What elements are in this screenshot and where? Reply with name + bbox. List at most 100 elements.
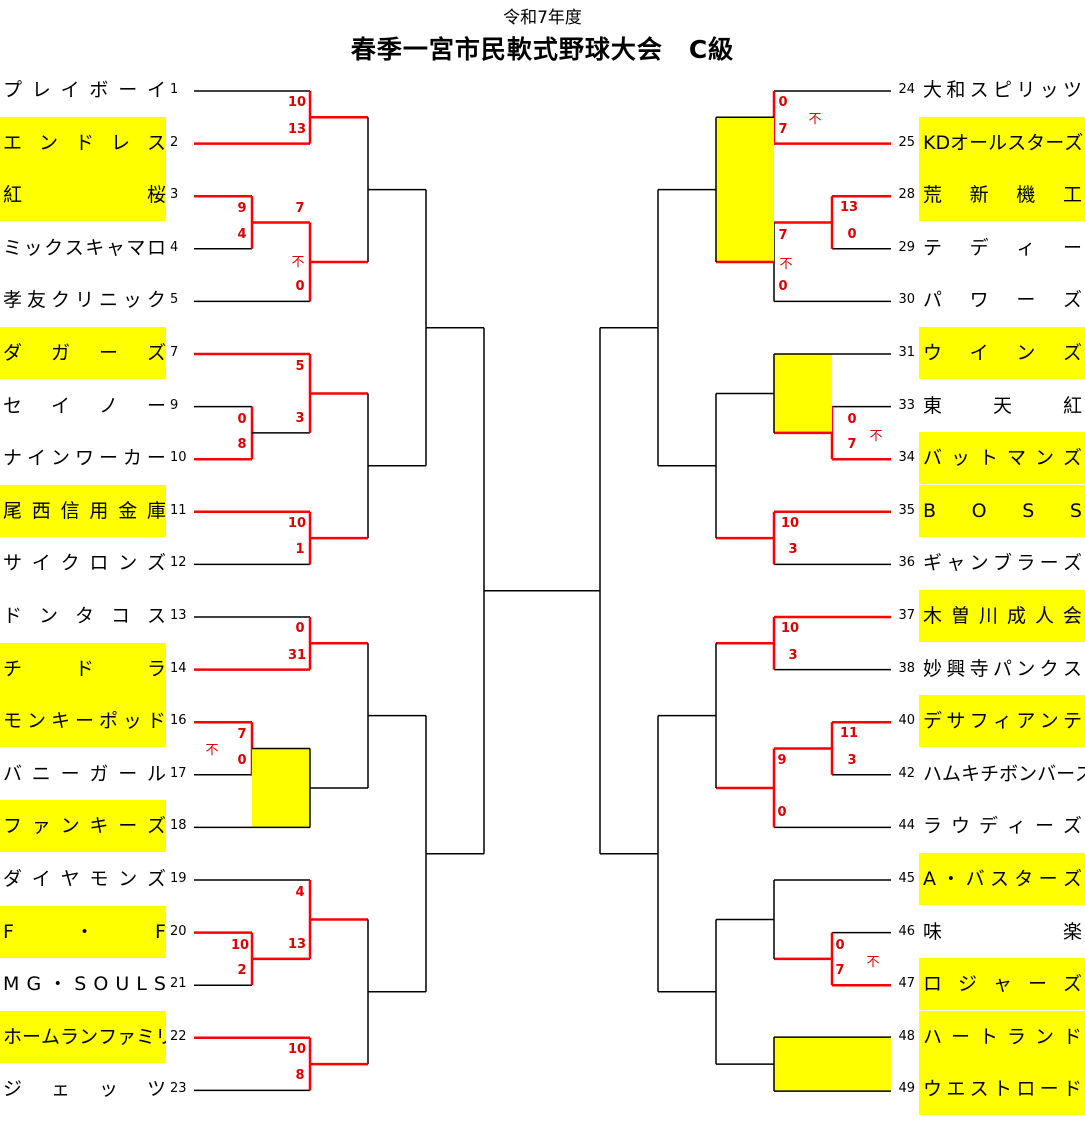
score-label: 4 xyxy=(295,885,305,900)
team-name: ギャンブラーズ xyxy=(923,552,1082,575)
team-number: 19 xyxy=(170,871,187,886)
team-name: ミックスキャマロ xyxy=(3,236,166,259)
team-number: 47 xyxy=(898,976,915,992)
team-left-17: バニーガール xyxy=(0,748,166,800)
team-number: 48 xyxy=(898,1028,915,1044)
team-right-29: テディー xyxy=(919,222,1085,274)
forfeit-mark: 不 xyxy=(866,954,880,970)
team-left-9: セイノー xyxy=(0,380,166,432)
team-name: 妙興寺パンクス xyxy=(923,657,1082,680)
team-name: F・F xyxy=(3,920,166,943)
team-left-20: F・F xyxy=(0,905,166,958)
team-number: 34 xyxy=(898,450,915,466)
team-right-34: バットマンズ xyxy=(919,432,1085,485)
team-number: 40 xyxy=(898,713,915,729)
bye-box xyxy=(774,354,832,433)
team-name: 東 天 紅 xyxy=(923,394,1082,417)
score-label: 7 xyxy=(847,437,857,453)
score-label: 0 xyxy=(237,752,247,768)
team-number: 33 xyxy=(898,397,915,413)
team-number: 31 xyxy=(898,345,915,360)
team-name: A・バスターズ xyxy=(923,868,1082,890)
team-name: モンキーポッド xyxy=(3,710,166,733)
team-name: チドラ xyxy=(3,657,166,680)
score-label: 4 xyxy=(237,226,247,242)
score-label: 0 xyxy=(778,95,788,110)
score-label: 1 xyxy=(295,542,305,558)
team-name: ロジャーズ xyxy=(923,973,1082,996)
team-right-45: A・バスターズ xyxy=(919,853,1085,905)
bye-box xyxy=(716,117,774,262)
team-name: 木曽川成人会 xyxy=(923,605,1082,627)
team-left-19: ダイヤモンズ xyxy=(0,853,166,905)
team-number: 44 xyxy=(898,818,915,834)
team-left-16: モンキーポッド xyxy=(0,695,166,748)
team-number: 2 xyxy=(170,134,179,150)
score-label: 3 xyxy=(788,542,798,558)
team-number: 21 xyxy=(170,976,187,992)
team-number: 38 xyxy=(898,660,915,676)
score-label: 10 xyxy=(287,95,307,110)
score-label: 3 xyxy=(847,752,857,768)
score-label: 13 xyxy=(287,121,307,137)
team-number: 5 xyxy=(170,292,179,308)
score-label: 10 xyxy=(780,515,800,531)
team-name: ホームランファミリー xyxy=(3,1025,166,1048)
team-number: 37 xyxy=(898,608,915,623)
team-number: 10 xyxy=(170,450,187,466)
team-left-3: 紅 桜 xyxy=(0,169,166,222)
score-label: 0 xyxy=(847,411,857,427)
team-number: 13 xyxy=(170,608,187,623)
team-left-5: 孝友クリニック xyxy=(0,274,166,326)
team-number: 25 xyxy=(898,134,915,150)
team-number: 22 xyxy=(170,1028,187,1044)
team-number: 36 xyxy=(898,555,915,571)
score-label: 8 xyxy=(237,437,247,453)
team-number: 42 xyxy=(898,765,915,781)
team-number: 30 xyxy=(898,292,915,308)
team-number: 18 xyxy=(170,818,187,834)
score-label: 0 xyxy=(295,621,305,636)
team-number: 24 xyxy=(898,82,915,97)
team-name: ウエストロード xyxy=(923,1078,1082,1101)
team-number: 4 xyxy=(170,239,179,255)
team-name: 紅 桜 xyxy=(3,184,166,207)
score-label: 10 xyxy=(780,621,800,636)
team-number: 1 xyxy=(170,82,179,97)
team-name: プレイボーイ xyxy=(3,79,166,101)
team-number: 16 xyxy=(170,713,187,729)
team-name: 大和スピリッツ xyxy=(923,79,1082,101)
team-right-33: 東 天 紅 xyxy=(919,380,1085,432)
score-label: 7 xyxy=(237,727,247,743)
team-name: 味 楽 xyxy=(923,920,1082,943)
team-name: ファンキーズ xyxy=(3,815,166,838)
score-label: 7 xyxy=(295,200,305,216)
score-label: 7 xyxy=(778,227,788,243)
team-right-30: パワーズ xyxy=(919,274,1085,326)
header: 令和7年度 春季一宮市民軟式野球大会 C級 xyxy=(0,0,1085,70)
team-left-11: 尾西信用金庫 xyxy=(0,484,166,537)
forfeit-mark: 不 xyxy=(205,742,219,758)
team-name: サイクロンズ xyxy=(3,552,166,575)
team-number: 23 xyxy=(170,1081,187,1097)
score-label: 7 xyxy=(835,963,845,979)
team-number: 28 xyxy=(898,187,915,203)
score-label: 11 xyxy=(839,726,859,742)
team-right-44: ラウディーズ xyxy=(919,800,1085,852)
team-number: 29 xyxy=(898,239,915,255)
team-left-18: ファンキーズ xyxy=(0,800,166,853)
score-label: 5 xyxy=(295,359,305,374)
score-label: 0 xyxy=(237,411,247,427)
forfeit-mark: 不 xyxy=(808,112,822,127)
team-left-22: ホームランファミリー xyxy=(0,1010,166,1063)
team-right-31: ウインズ xyxy=(919,327,1085,379)
team-name: パワーズ xyxy=(923,289,1082,312)
team-left-2: エンドレス xyxy=(0,116,166,169)
team-right-38: 妙興寺パンクス xyxy=(919,643,1085,695)
score-label: 0 xyxy=(835,937,845,953)
